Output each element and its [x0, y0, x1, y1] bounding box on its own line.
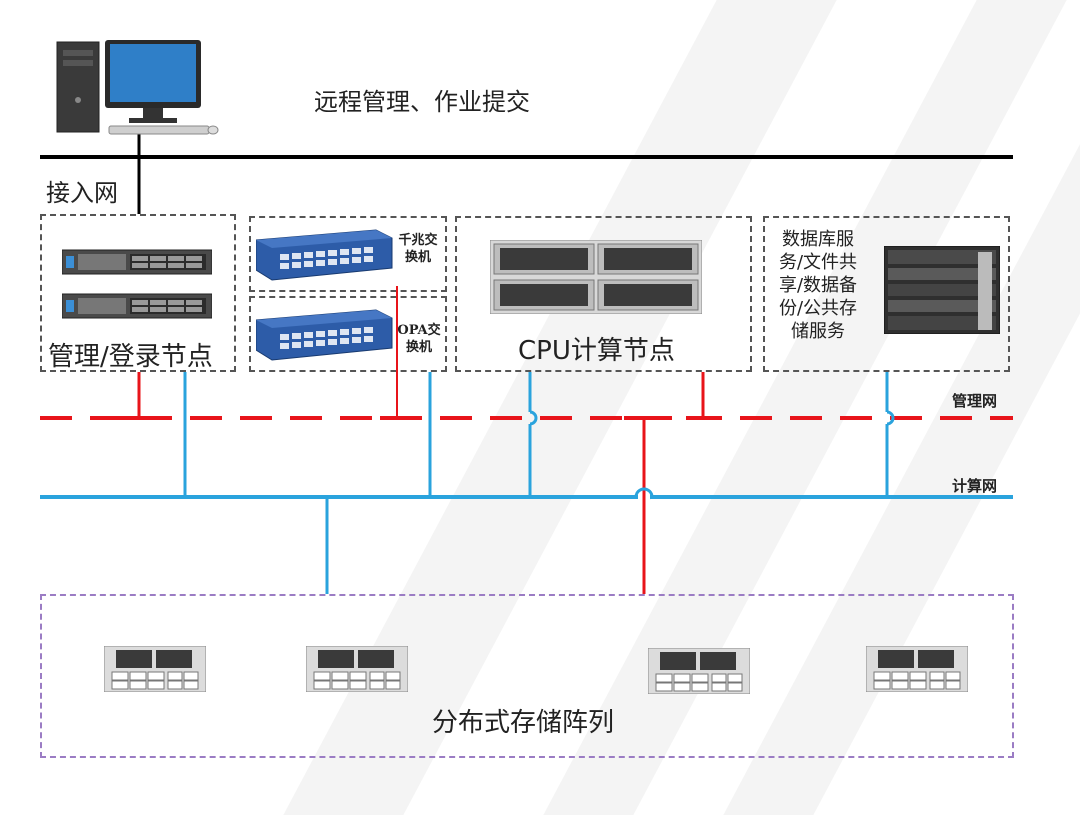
rack-server-icon: [62, 249, 212, 319]
desktop-computer-icon: [56, 40, 219, 135]
compute-network-label: 计算网: [952, 477, 998, 495]
storage-array-label: 分布式存储阵列: [432, 708, 615, 738]
db-services-group: [763, 216, 1010, 372]
storage-server-icon: [884, 246, 1000, 334]
storage-server-icon: [104, 646, 206, 692]
gigabit-switch-group: [249, 216, 447, 292]
remote-management-label: 远程管理、作业提交: [314, 88, 530, 116]
login-nodes-group: [40, 214, 236, 372]
management-network-label: 管理网: [952, 392, 998, 410]
storage-array-group: [40, 594, 1014, 758]
gigabit-switch-label: 千兆交换机: [398, 233, 438, 265]
storage-server-icon: [866, 646, 968, 692]
cpu-nodes-label: CPU计算节点: [518, 336, 675, 366]
network-switch-icon: [256, 229, 393, 281]
cpu-nodes-group: [455, 216, 752, 372]
storage-server-icon: [648, 648, 750, 694]
opa-switch-group: [249, 296, 447, 372]
storage-server-icon: [306, 646, 408, 692]
blade-chassis-icon: [490, 240, 702, 314]
network-switch-icon: [256, 309, 393, 361]
opa-switch-label: OPA交换机: [397, 323, 441, 355]
login-nodes-label: 管理/登录节点: [48, 342, 213, 372]
db-services-label: 数据库服务/文件共享/数据备份/公共存储服务: [778, 229, 858, 342]
access-network-label: 接入网: [46, 179, 118, 207]
